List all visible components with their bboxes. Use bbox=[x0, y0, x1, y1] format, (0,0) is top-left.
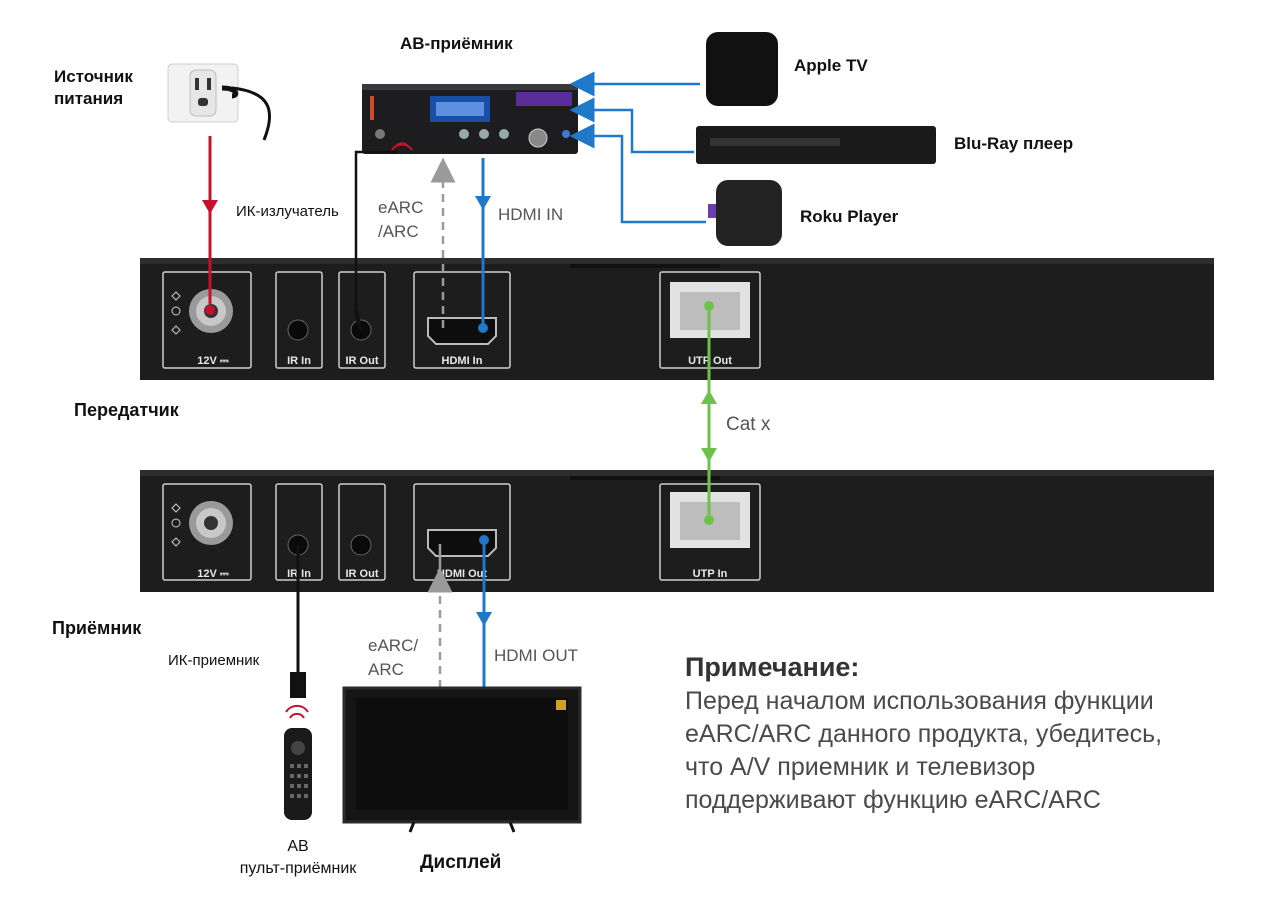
ir-receiver-label: ИК-приемник bbox=[168, 652, 260, 669]
receiver-label: Приёмник bbox=[52, 618, 142, 638]
earc-bottom-label-line-1: eARC/ bbox=[368, 636, 419, 655]
apple-tv-label: Apple TV bbox=[794, 56, 868, 75]
power-source-label-line-2: питания bbox=[54, 89, 124, 108]
transmitter-label: Передатчик bbox=[74, 400, 179, 420]
roku-device bbox=[708, 180, 782, 246]
cat-label: Cat x bbox=[726, 414, 771, 435]
hdmi-in-label: HDMI IN bbox=[498, 205, 564, 224]
tx-port-12v-label: 12V ⎓ bbox=[197, 355, 229, 367]
cat-arrow-down-icon bbox=[701, 448, 717, 462]
tx-port-ir-in-label: IR In bbox=[287, 355, 311, 367]
ir-emitter-cable bbox=[354, 150, 398, 310]
tx-port-ir-out-label: IR Out bbox=[346, 355, 379, 367]
remote-control bbox=[284, 705, 312, 820]
rx-port-utp-in-label: UTP In bbox=[693, 568, 728, 580]
power-arrow-icon bbox=[202, 200, 218, 214]
tx-port-hdmi-in-label: HDMI In bbox=[442, 355, 483, 367]
hdmi-out-label: HDMI OUT bbox=[494, 646, 579, 665]
wall-outlet bbox=[167, 63, 272, 141]
note-line-4: поддерживают функцию eARC/ARC bbox=[685, 786, 1101, 814]
note-title: Примечание: bbox=[685, 652, 860, 682]
ir-emitter-label: ИК-излучатель bbox=[236, 203, 339, 220]
rx-port-12v-label: 12V ⎓ bbox=[197, 568, 229, 580]
display-tv bbox=[342, 686, 582, 833]
earc-top-label: eARC /ARC bbox=[378, 196, 423, 244]
hdmi-out-arrow-icon bbox=[476, 612, 492, 626]
av-receiver-label: АВ-приёмник bbox=[400, 34, 513, 53]
earc-bottom-label: eARC/ ARC bbox=[368, 634, 418, 682]
roku-line bbox=[569, 123, 706, 224]
power-source-label-line-1: Источник bbox=[54, 67, 133, 86]
cat-arrow-up-icon bbox=[701, 390, 717, 404]
note-line-1: Перед началом использования функции bbox=[685, 687, 1154, 715]
note-line-3: что A/V приемник и телевизор bbox=[685, 753, 1036, 781]
power-source-label: Источник питания bbox=[54, 66, 133, 110]
apple-tv-device bbox=[706, 32, 778, 106]
rx-port-ir-out-label: IR Out bbox=[346, 568, 379, 580]
roku-label: Roku Player bbox=[800, 207, 899, 226]
av-receiver bbox=[362, 84, 578, 154]
bluray-label: Blu-Ray плеер bbox=[954, 134, 1074, 153]
earc-bottom-label-line-2: ARC bbox=[368, 660, 404, 679]
display-label: Дисплей bbox=[420, 852, 502, 873]
transmitter-box bbox=[140, 258, 1214, 380]
hdmi-in-arrow-icon bbox=[475, 196, 491, 210]
remote-label: АВ пульт-приёмник bbox=[222, 836, 374, 880]
bluray-device bbox=[696, 126, 936, 164]
remote-label-line-1: АВ bbox=[287, 838, 309, 855]
note-line-2: eARC/ARC данного продукта, убедитесь, bbox=[685, 720, 1163, 748]
bluray-line bbox=[569, 97, 694, 154]
rx-port-hdmi-out-label: HDMI Out bbox=[437, 568, 487, 580]
note-block: Примечание: Перед началом использования … bbox=[685, 652, 1275, 817]
earc-top-label-line-2: /ARC bbox=[378, 222, 419, 241]
earc-top-label-line-1: eARC bbox=[378, 198, 424, 217]
remote-label-line-2: пульт-приёмник bbox=[239, 860, 357, 877]
ir-receiver-head bbox=[290, 672, 306, 698]
